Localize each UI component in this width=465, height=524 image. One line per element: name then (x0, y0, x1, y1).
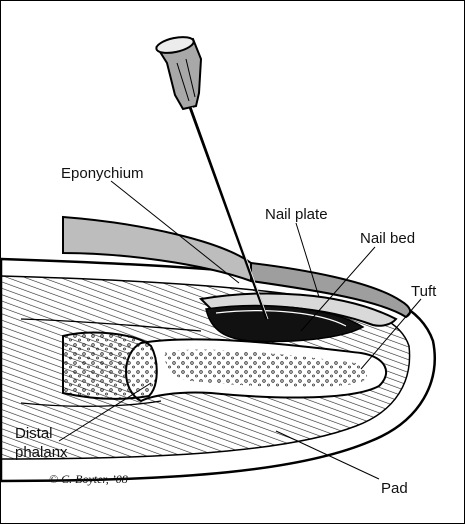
label-nail-plate: Nail plate (265, 206, 328, 223)
label-tuft: Tuft (411, 283, 437, 300)
label-pad: Pad (381, 480, 408, 497)
label-eponychium: Eponychium (61, 165, 144, 182)
nail-fold (250, 261, 412, 319)
artist-credit: © C. Boyter, ’08 (49, 472, 128, 486)
label-distal-line2: phalanx (15, 444, 68, 461)
needle (155, 36, 269, 320)
leader-nail-bed (300, 246, 376, 332)
leader-nail-plate (295, 222, 320, 298)
label-distal-line1: Distal (15, 425, 53, 442)
nail-bed (205, 304, 365, 343)
middle-phalanx (62, 331, 158, 400)
leader-eponychium (110, 180, 240, 284)
label-nail-bed: Nail bed (360, 230, 416, 247)
leader-distal-phalanx (58, 382, 152, 442)
leader-tuft (360, 298, 422, 370)
leader-pad (275, 430, 380, 480)
